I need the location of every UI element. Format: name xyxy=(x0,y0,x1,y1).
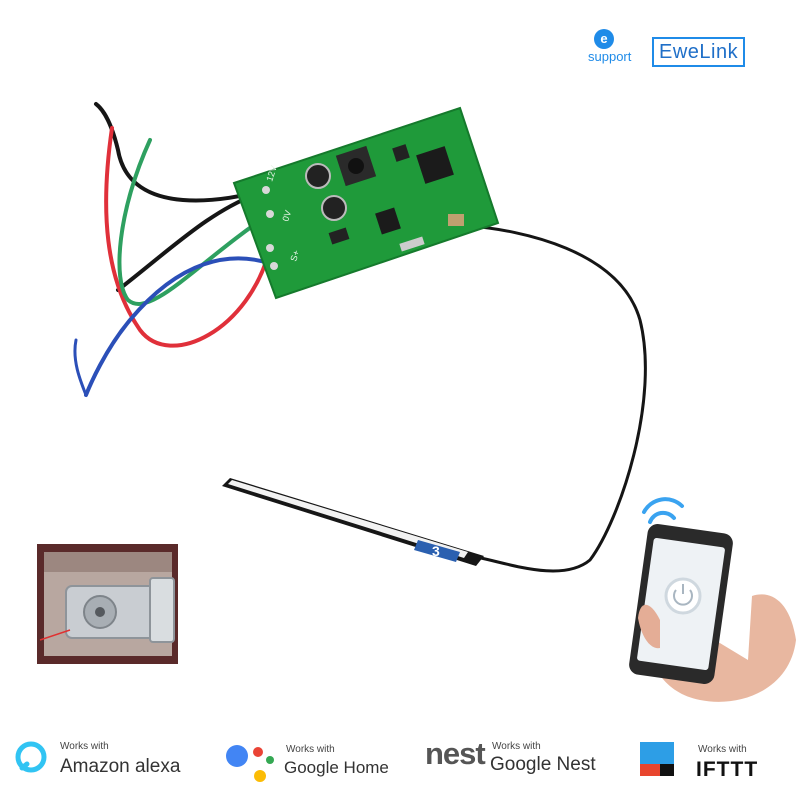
thumb xyxy=(638,604,660,649)
ifttt-big-text: IFTTT xyxy=(696,758,759,781)
wire-red xyxy=(104,126,272,348)
nest-logo: nest xyxy=(425,736,486,771)
wire-black xyxy=(94,102,268,203)
pin-header xyxy=(399,236,425,252)
ifttt-icon xyxy=(640,742,674,776)
antenna-cable xyxy=(469,224,647,573)
alexa-icon xyxy=(15,741,47,773)
ewelink-badge-icon: e xyxy=(594,29,614,49)
alexa-badge: Works with Amazon alexa xyxy=(12,726,202,792)
transistor xyxy=(328,227,350,245)
silkscreen-label: 0V xyxy=(280,209,293,223)
works-with-row: Works with Amazon alexa Works with Googl… xyxy=(0,726,800,792)
google-home-big-text: Google Home xyxy=(284,758,389,777)
solder-pad xyxy=(266,244,274,252)
google-home-badge: Works with Google Home xyxy=(218,726,398,792)
power-icon xyxy=(664,577,702,615)
phone-in-hand xyxy=(629,524,796,702)
silkscreen-label: S+ xyxy=(288,249,301,263)
logo-brand-text: EweLink xyxy=(652,37,746,67)
ifttt-badge: Works with IFTTT xyxy=(638,726,788,792)
google-assistant-icon xyxy=(226,745,274,782)
antenna-strip: 3 xyxy=(222,478,484,566)
google-nest-big-text: Google Nest xyxy=(490,754,596,775)
google-nest-small-text: Works with xyxy=(492,741,541,752)
solder-pad xyxy=(270,262,278,270)
small-chip xyxy=(392,144,410,162)
pcb-board: 12V 0V S+ xyxy=(232,106,500,300)
antenna-connector xyxy=(448,214,464,226)
silkscreen-label: 12V xyxy=(264,164,278,182)
wire-blue xyxy=(84,256,274,397)
relay-driver-chip xyxy=(375,207,401,235)
google-nest-badge: nest Works with Google Nest xyxy=(425,726,615,792)
ewelink-logo: e support EweLink xyxy=(588,27,760,67)
alexa-big-text: Amazon alexa xyxy=(60,756,181,777)
solder-pad xyxy=(266,210,274,218)
capacitor xyxy=(321,195,347,221)
google-home-small-text: Works with xyxy=(286,744,335,755)
wire-green xyxy=(117,138,272,306)
antenna-marking: 3 xyxy=(432,543,440,559)
solder-pad xyxy=(262,186,270,194)
tactile-button-cap xyxy=(348,158,364,174)
logo-support-text: support xyxy=(588,49,632,64)
mcu-chip xyxy=(416,146,454,184)
alexa-small-text: Works with xyxy=(60,741,109,752)
lock-bolt xyxy=(149,577,175,643)
wire-blue-end xyxy=(73,338,88,397)
door-lock-photo xyxy=(37,544,178,664)
capacitor xyxy=(305,163,331,189)
ifttt-small-text: Works with xyxy=(698,744,747,755)
wire-bundle xyxy=(73,102,274,397)
